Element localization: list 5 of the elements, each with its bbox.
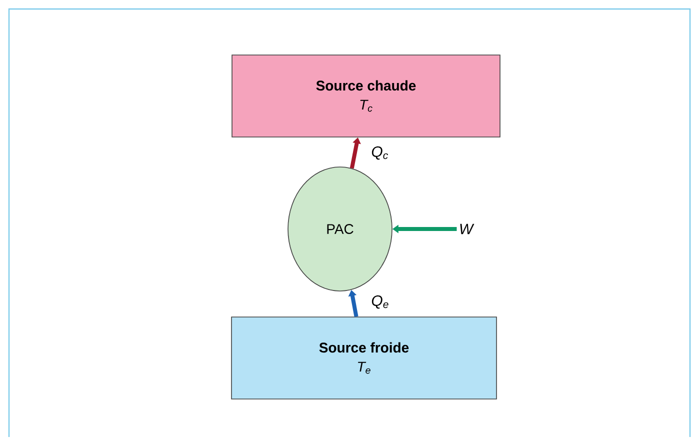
work-label: W [460,224,474,234]
edge-label: Q$_{e}$ [370,294,390,310]
edge-label: Q$_{c}$ [370,145,390,161]
source-box: Source chaude T$_{c}$ [232,54,500,138]
source-box: Source froide T$_{e}$ [231,316,497,400]
